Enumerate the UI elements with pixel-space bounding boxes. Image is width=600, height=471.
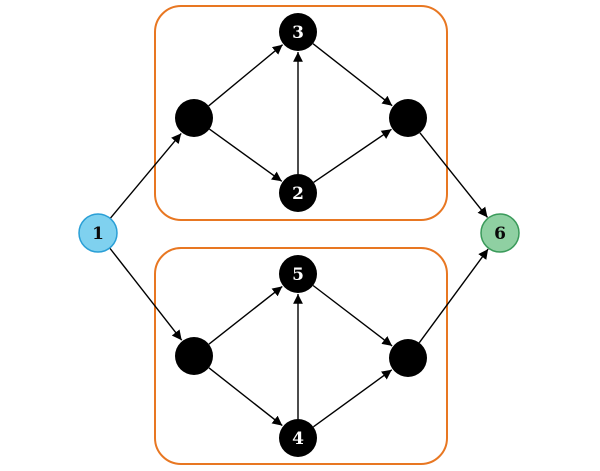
node-bottom-left[interactable] bbox=[175, 337, 213, 375]
bottom-group-box bbox=[154, 247, 448, 465]
node-5[interactable] bbox=[279, 255, 317, 293]
node-2-label: 2 bbox=[292, 184, 304, 204]
node-bottom-right[interactable] bbox=[389, 339, 427, 377]
edge-n4-to-bottom-right bbox=[312, 369, 393, 428]
node-6-label: 6 bbox=[494, 224, 506, 244]
node-5-label: 5 bbox=[292, 265, 304, 285]
top-group-box bbox=[154, 5, 448, 221]
edge-n3-to-top-right bbox=[312, 43, 393, 107]
node-3[interactable] bbox=[279, 13, 317, 51]
edge-top-left-to-n3 bbox=[208, 44, 284, 107]
node-4-label: 4 bbox=[292, 429, 304, 449]
node-1[interactable] bbox=[78, 213, 118, 253]
edge-n1-to-bottom-left bbox=[109, 247, 183, 341]
node-top-left[interactable] bbox=[175, 99, 213, 137]
nodes: 1 3 2 5 4 6 bbox=[78, 13, 520, 457]
edge-top-left-to-n2 bbox=[208, 128, 283, 182]
node-2[interactable] bbox=[279, 174, 317, 212]
node-top-right[interactable] bbox=[389, 99, 427, 137]
node-1-label: 1 bbox=[92, 224, 104, 244]
edges bbox=[109, 43, 489, 428]
edge-n1-to-top-left bbox=[109, 132, 182, 219]
edge-n5-to-bottom-right bbox=[312, 284, 393, 347]
node-4[interactable] bbox=[279, 419, 317, 457]
edge-top-right-to-n6 bbox=[419, 132, 489, 218]
edge-bottom-left-to-n4 bbox=[208, 367, 283, 427]
node-3-label: 3 bbox=[292, 23, 304, 43]
node-6[interactable] bbox=[480, 213, 520, 253]
edge-n2-to-top-right bbox=[313, 128, 392, 183]
edge-bottom-right-to-n6 bbox=[418, 248, 489, 344]
edge-bottom-left-to-n5 bbox=[208, 285, 283, 345]
